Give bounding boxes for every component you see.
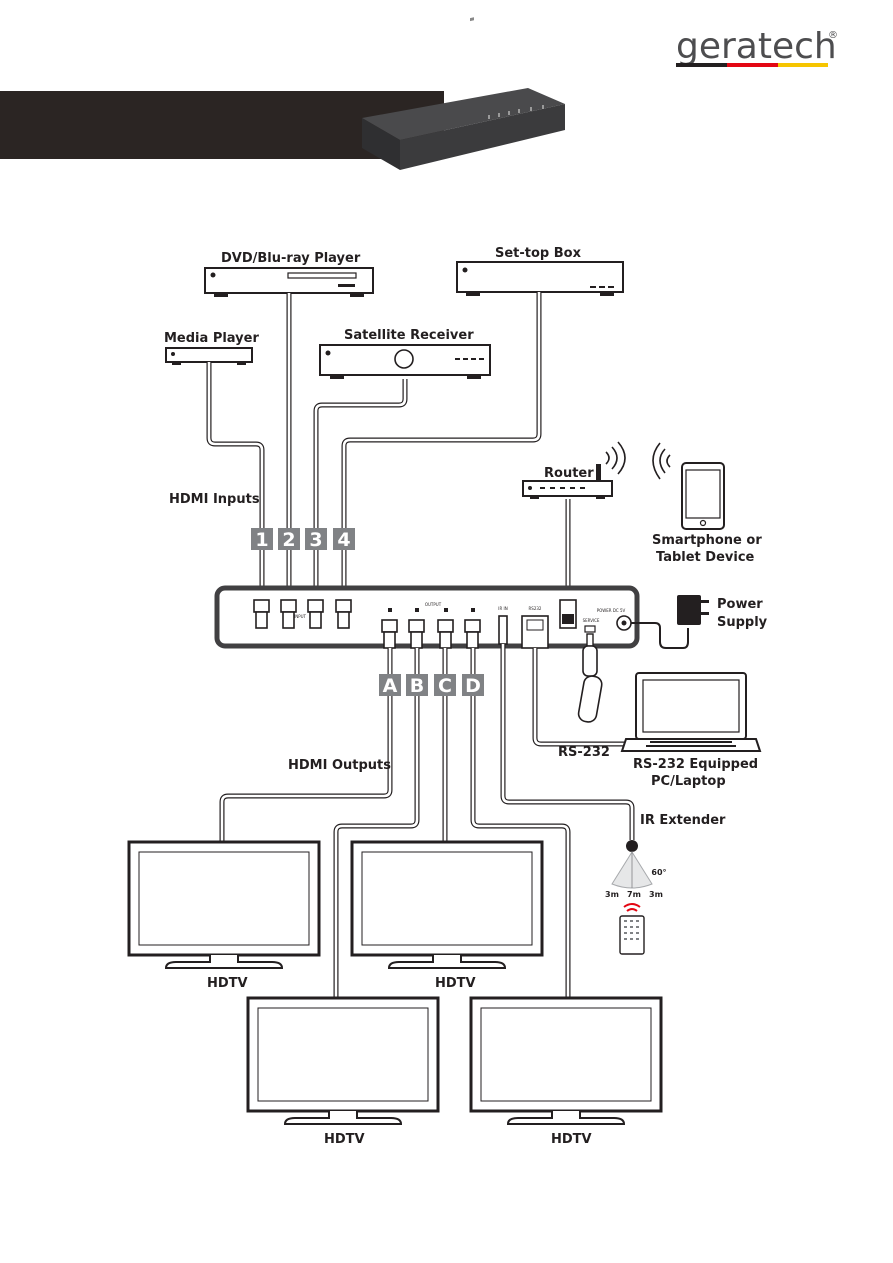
panel-ir-label: IR IN <box>498 606 507 611</box>
logo-stripe-black <box>676 63 727 67</box>
output-badge-d: D <box>462 674 484 697</box>
logo-stripe-gold <box>778 63 828 67</box>
output-badge-b: B <box>406 674 428 697</box>
svg-text:A: A <box>383 675 398 697</box>
rs232-label: RS-232 <box>558 745 610 760</box>
input-badge-3: 3 <box>305 528 327 551</box>
logo-stripe-red <box>727 63 778 67</box>
pc-label-line1: RS-232 Equipped <box>633 757 758 772</box>
router-label: Router <box>544 466 594 481</box>
media-player-label: Media Player <box>164 331 259 346</box>
hdtv-1-label: HDTV <box>207 976 248 991</box>
hdmi-inputs-label: HDMI Inputs <box>169 492 260 507</box>
dvd-player-icon <box>204 267 374 297</box>
panel-rs232-label: RS232 <box>529 606 542 611</box>
ir-in-jack <box>498 615 508 645</box>
brand-name: geratech <box>676 26 837 67</box>
laptop-icon <box>620 672 762 752</box>
input-badge-1: 1 <box>251 528 273 551</box>
hdmi-input-ports <box>253 599 352 629</box>
svg-text:C: C <box>438 675 452 697</box>
output-cables <box>219 648 571 998</box>
power-label-line2: Supply <box>717 615 768 630</box>
smartphone-label-line2: Tablet Device <box>656 550 755 565</box>
hdmi-output-ports <box>381 619 481 649</box>
output-badge-c: C <box>434 674 456 697</box>
hdtv-3-label: HDTV <box>324 1132 365 1147</box>
panel-service-label: SERVICE <box>583 618 600 623</box>
rs232-port <box>521 615 549 649</box>
hdtv-1-icon <box>127 840 321 969</box>
hdmi-outputs-label: HDMI Outputs <box>288 758 391 773</box>
satellite-receiver-icon <box>319 344 491 379</box>
matrix-rear-panel: INPUT OUTPUT IR IN RS232 SERVICE POWER D… <box>214 585 640 649</box>
hdtv-2-label: HDTV <box>435 976 476 991</box>
product-image <box>362 17 565 170</box>
power-supply-icon <box>631 595 709 649</box>
dvd-player-label: DVD/Blu-ray Player <box>221 251 361 266</box>
svg-text:1: 1 <box>255 529 268 551</box>
power-label-line1: Power <box>717 597 763 612</box>
brand-logo: geratech ® <box>676 26 838 67</box>
remote-control-icon <box>619 903 645 955</box>
output-badge-a: A <box>379 674 401 697</box>
svg-text:3: 3 <box>309 529 322 551</box>
settop-box-label: Set-top Box <box>495 246 582 261</box>
ir-angle-label: 60° <box>651 868 666 877</box>
hdtv-2-icon <box>350 840 544 969</box>
pc-label-line2: PC/Laptop <box>651 774 726 789</box>
ir-extender-icon <box>611 840 653 889</box>
satellite-receiver-label: Satellite Receiver <box>344 328 474 343</box>
hdtv-4-icon <box>469 996 663 1125</box>
service-port <box>584 625 596 633</box>
svg-text:B: B <box>410 675 424 697</box>
panel-output-label: OUTPUT <box>425 602 442 607</box>
panel-input-label: INPUT <box>294 614 307 619</box>
svg-text:D: D <box>465 675 481 697</box>
output-badges: A B C D <box>379 674 484 697</box>
ir-range-center: 7m <box>627 890 641 899</box>
ir-range-left: 3m <box>605 890 619 899</box>
hdtv-3-icon <box>246 996 440 1125</box>
input-badge-2: 2 <box>278 528 300 551</box>
registered-mark: ® <box>828 30 838 41</box>
svg-text:2: 2 <box>282 529 295 551</box>
smartphone-tablet-icon <box>652 442 725 530</box>
input-badge-4: 4 <box>333 528 355 551</box>
input-badges: 1 2 3 4 <box>251 528 355 551</box>
svg-text:4: 4 <box>337 529 350 551</box>
usb-stick-icon <box>577 633 603 723</box>
hdtv-4-label: HDTV <box>551 1132 592 1147</box>
settop-box-icon <box>456 261 624 296</box>
router-icon <box>522 441 626 499</box>
ir-extender-label: IR Extender <box>640 813 726 828</box>
panel-power-label: POWER DC 5V <box>597 608 626 613</box>
smartphone-label-line1: Smartphone or <box>652 533 762 548</box>
ir-range-right: 3m <box>649 890 663 899</box>
